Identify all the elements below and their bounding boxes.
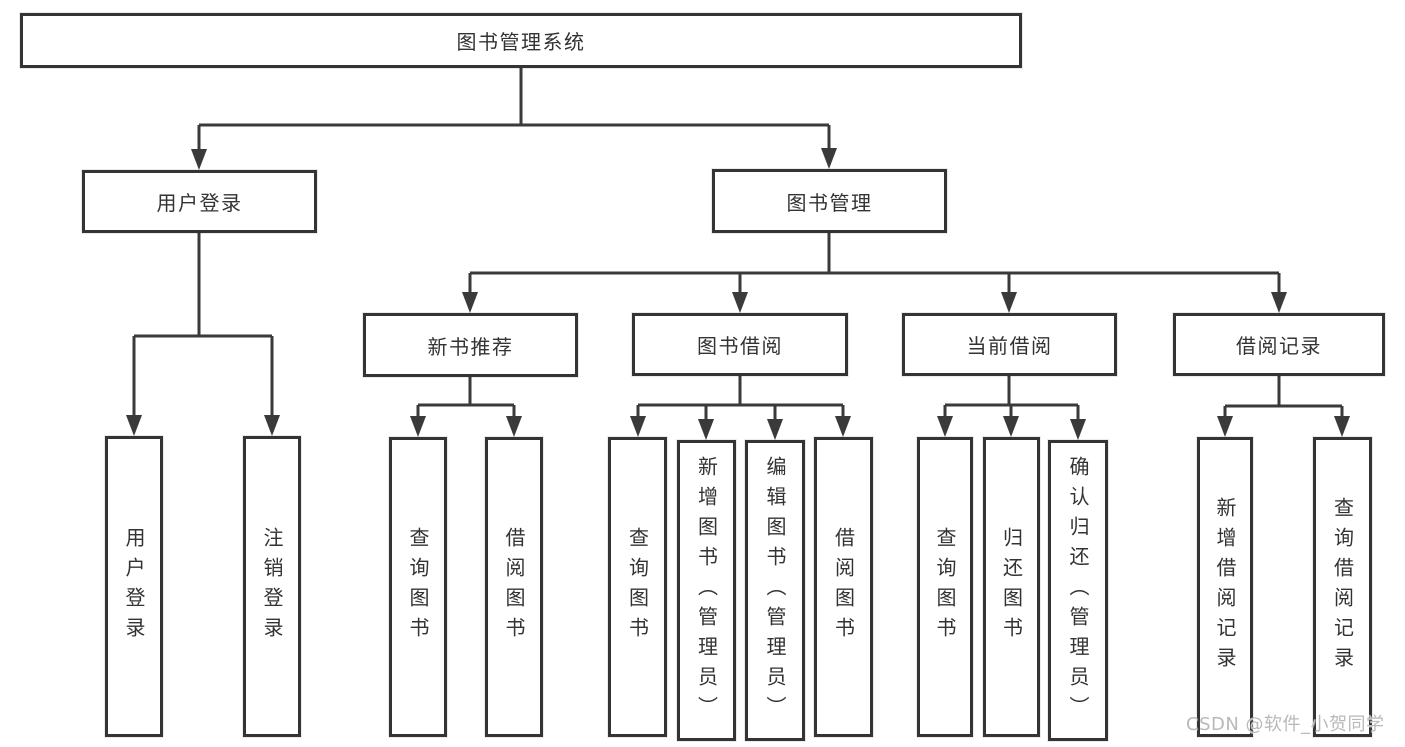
node-query-borrow-record-label: 查询借阅记录: [1330, 497, 1355, 677]
node-current-borrow-label: 当前借阅: [966, 334, 1053, 358]
node-borrow-books-recommend-label: 借阅图书: [502, 527, 526, 647]
connector-current-borrow-children: [943, 376, 1080, 425]
node-book-borrow-label: 图书借阅: [697, 334, 783, 358]
node-user-login: 用户登录: [82, 170, 317, 233]
node-query-books-borrow-label: 查询图书: [625, 527, 650, 647]
node-user-login-label: 用户登录: [156, 191, 243, 215]
node-edit-book-admin: 编辑图书（管理员）: [745, 440, 805, 741]
node-edit-book-admin-label: 编辑图书（管理员）: [763, 455, 787, 726]
node-add-borrow-record-label: 新增借阅记录: [1213, 497, 1237, 677]
node-query-books-current-label: 查询图书: [933, 527, 957, 647]
node-return-books: 归还图书: [983, 437, 1040, 737]
node-query-books-current: 查询图书: [917, 437, 973, 737]
node-logout: 注销登录: [243, 436, 301, 737]
node-new-book-recommend: 新书推荐: [363, 313, 578, 377]
connector-user-login-children: [132, 233, 274, 421]
node-query-books-recommend-label: 查询图书: [406, 527, 430, 647]
csdn-watermark: CSDN @软件_小贺同学: [1186, 714, 1385, 735]
node-add-book-admin-label: 新增图书（管理员）: [694, 455, 719, 726]
connector-new-book-children: [416, 377, 516, 422]
node-query-books-recommend: 查询图书: [389, 437, 447, 737]
node-current-borrow: 当前借阅: [902, 313, 1117, 376]
node-book-borrow: 图书借阅: [632, 313, 848, 376]
connector-root-to-level2: [197, 68, 831, 155]
node-confirm-return-admin-label: 确认归还（管理员）: [1066, 455, 1090, 726]
connector-borrow-records-children: [1223, 376, 1344, 422]
node-borrow-books-leaf-label: 借阅图书: [831, 527, 856, 647]
node-add-book-admin: 新增图书（管理员）: [677, 440, 736, 741]
node-return-books-label: 归还图书: [999, 527, 1024, 647]
node-user-login-leaf: 用户登录: [105, 436, 163, 737]
node-library-system-label: 图书管理系统: [456, 30, 586, 54]
connector-book-borrow-children: [636, 376, 845, 425]
node-borrow-records-label: 借阅记录: [1236, 334, 1322, 358]
node-confirm-return-admin: 确认归还（管理员）: [1048, 440, 1108, 741]
node-book-management-label: 图书管理: [786, 190, 873, 215]
node-add-borrow-record: 新增借阅记录: [1197, 437, 1253, 737]
node-borrow-books-recommend: 借阅图书: [485, 437, 543, 737]
node-borrow-records: 借阅记录: [1173, 313, 1385, 376]
arrowheads: [126, 148, 1350, 440]
node-book-management: 图书管理: [712, 169, 947, 233]
node-user-login-leaf-label: 用户登录: [122, 526, 146, 647]
node-logout-label: 注销登录: [260, 526, 284, 647]
node-new-book-recommend-label: 新书推荐: [427, 334, 514, 359]
node-borrow-books-leaf: 借阅图书: [814, 437, 873, 737]
node-query-borrow-record: 查询借阅记录: [1313, 437, 1372, 737]
connector-book-management-children: [468, 233, 1281, 298]
node-library-system: 图书管理系统: [20, 13, 1022, 68]
node-query-books-borrow: 查询图书: [608, 437, 667, 737]
